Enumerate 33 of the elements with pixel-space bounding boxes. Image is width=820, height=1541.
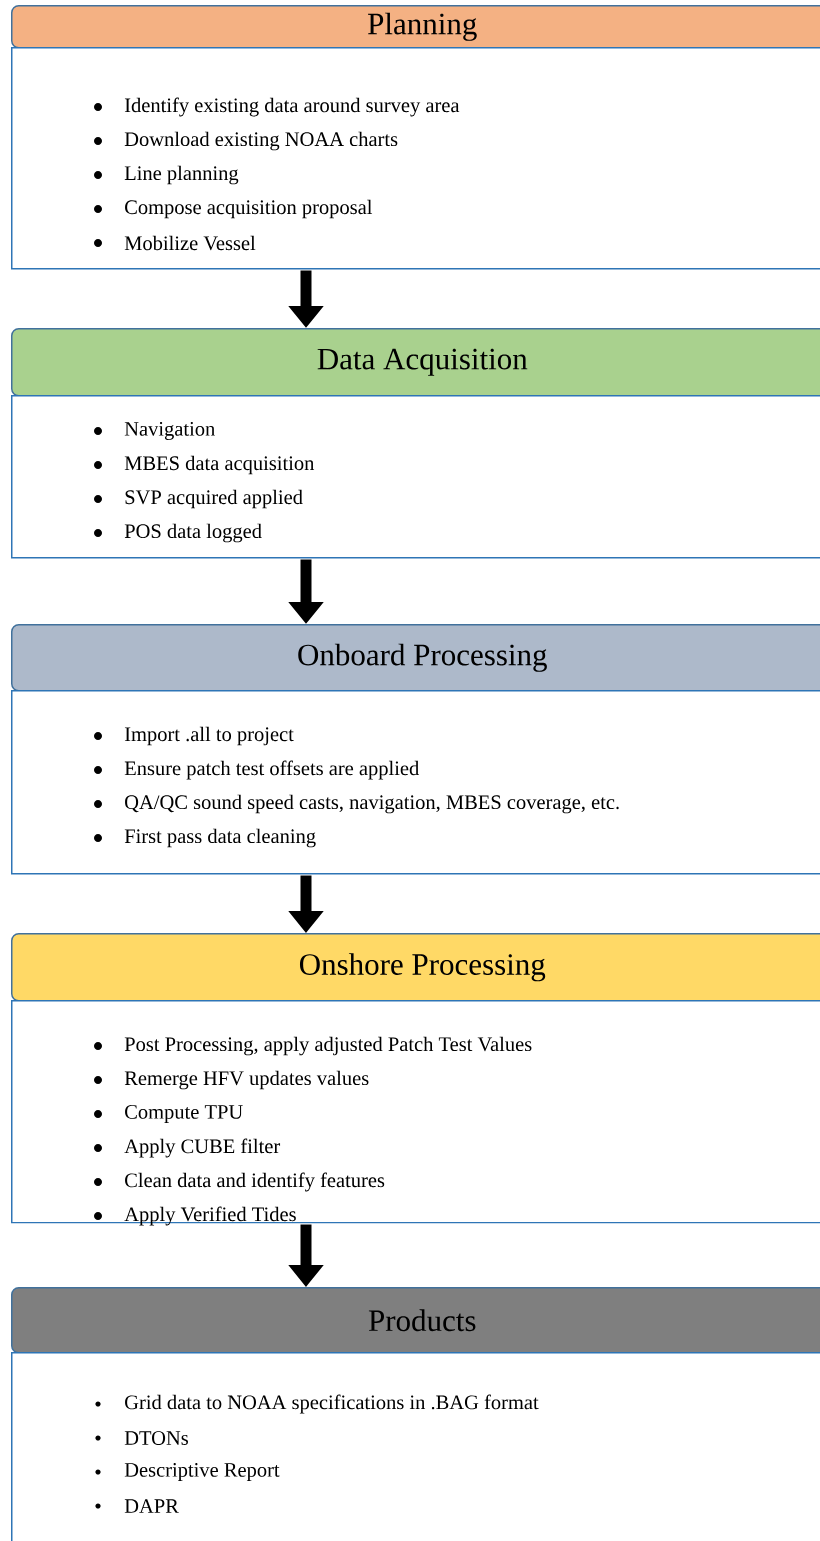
bullet-item: Import .all to project <box>94 726 294 746</box>
bullet-item: Post Processing, apply adjusted Patch Test Values <box>94 1036 532 1056</box>
bullet-item: Ensure patch test offsets are applied <box>94 760 420 780</box>
bullet-item: Descriptive Report <box>95 1463 280 1481</box>
bullet-item: First pass data cleaning <box>94 828 316 848</box>
bullet-item: Identify existing data around survey area <box>94 97 460 117</box>
stage-header: Products <box>11 1287 820 1354</box>
stage-header: Onshore Processing <box>11 933 820 1002</box>
step-list-box <box>11 1352 820 1541</box>
bullet-item: DAPR <box>95 1499 179 1513</box>
bullet-item: QA/QC sound speed casts, navigation, MBES coverage, etc. <box>94 794 619 814</box>
stage-header: Data Acquisition <box>11 328 820 397</box>
bullet-item: Mobilize Vessel <box>94 235 256 251</box>
bullet-item: DTONs <box>95 1431 188 1445</box>
bullet-item: Remerge HFV updates values <box>94 1070 369 1090</box>
bullet-item: SVP acquired applied <box>94 489 303 509</box>
stage-header: Planning <box>11 5 820 49</box>
bullet-item: Grid data to NOAA specifications in .BAG format <box>95 1394 539 1414</box>
bullet-item: Apply Verified Tides <box>94 1206 296 1226</box>
bullet-item: Apply CUBE filter <box>94 1138 281 1158</box>
bullet-item: Compute TPU <box>94 1105 243 1123</box>
step-list-box <box>11 47 820 270</box>
step-list-box <box>11 1000 820 1224</box>
bullet-item: Compose acquisition proposal <box>94 199 373 219</box>
step-list-box <box>11 395 820 559</box>
bullet-item: Navigation <box>94 422 215 440</box>
bullet-item: Line planning <box>94 165 239 185</box>
bullet-item: Download existing NOAA charts <box>94 131 398 151</box>
stage-header: Onboard Processing <box>11 624 820 692</box>
bullet-item: POS data logged <box>94 523 262 543</box>
step-list-box <box>11 690 820 875</box>
bullet-item: MBES data acquisition <box>94 455 315 475</box>
bullet-item: Clean data and identify features <box>94 1172 385 1192</box>
